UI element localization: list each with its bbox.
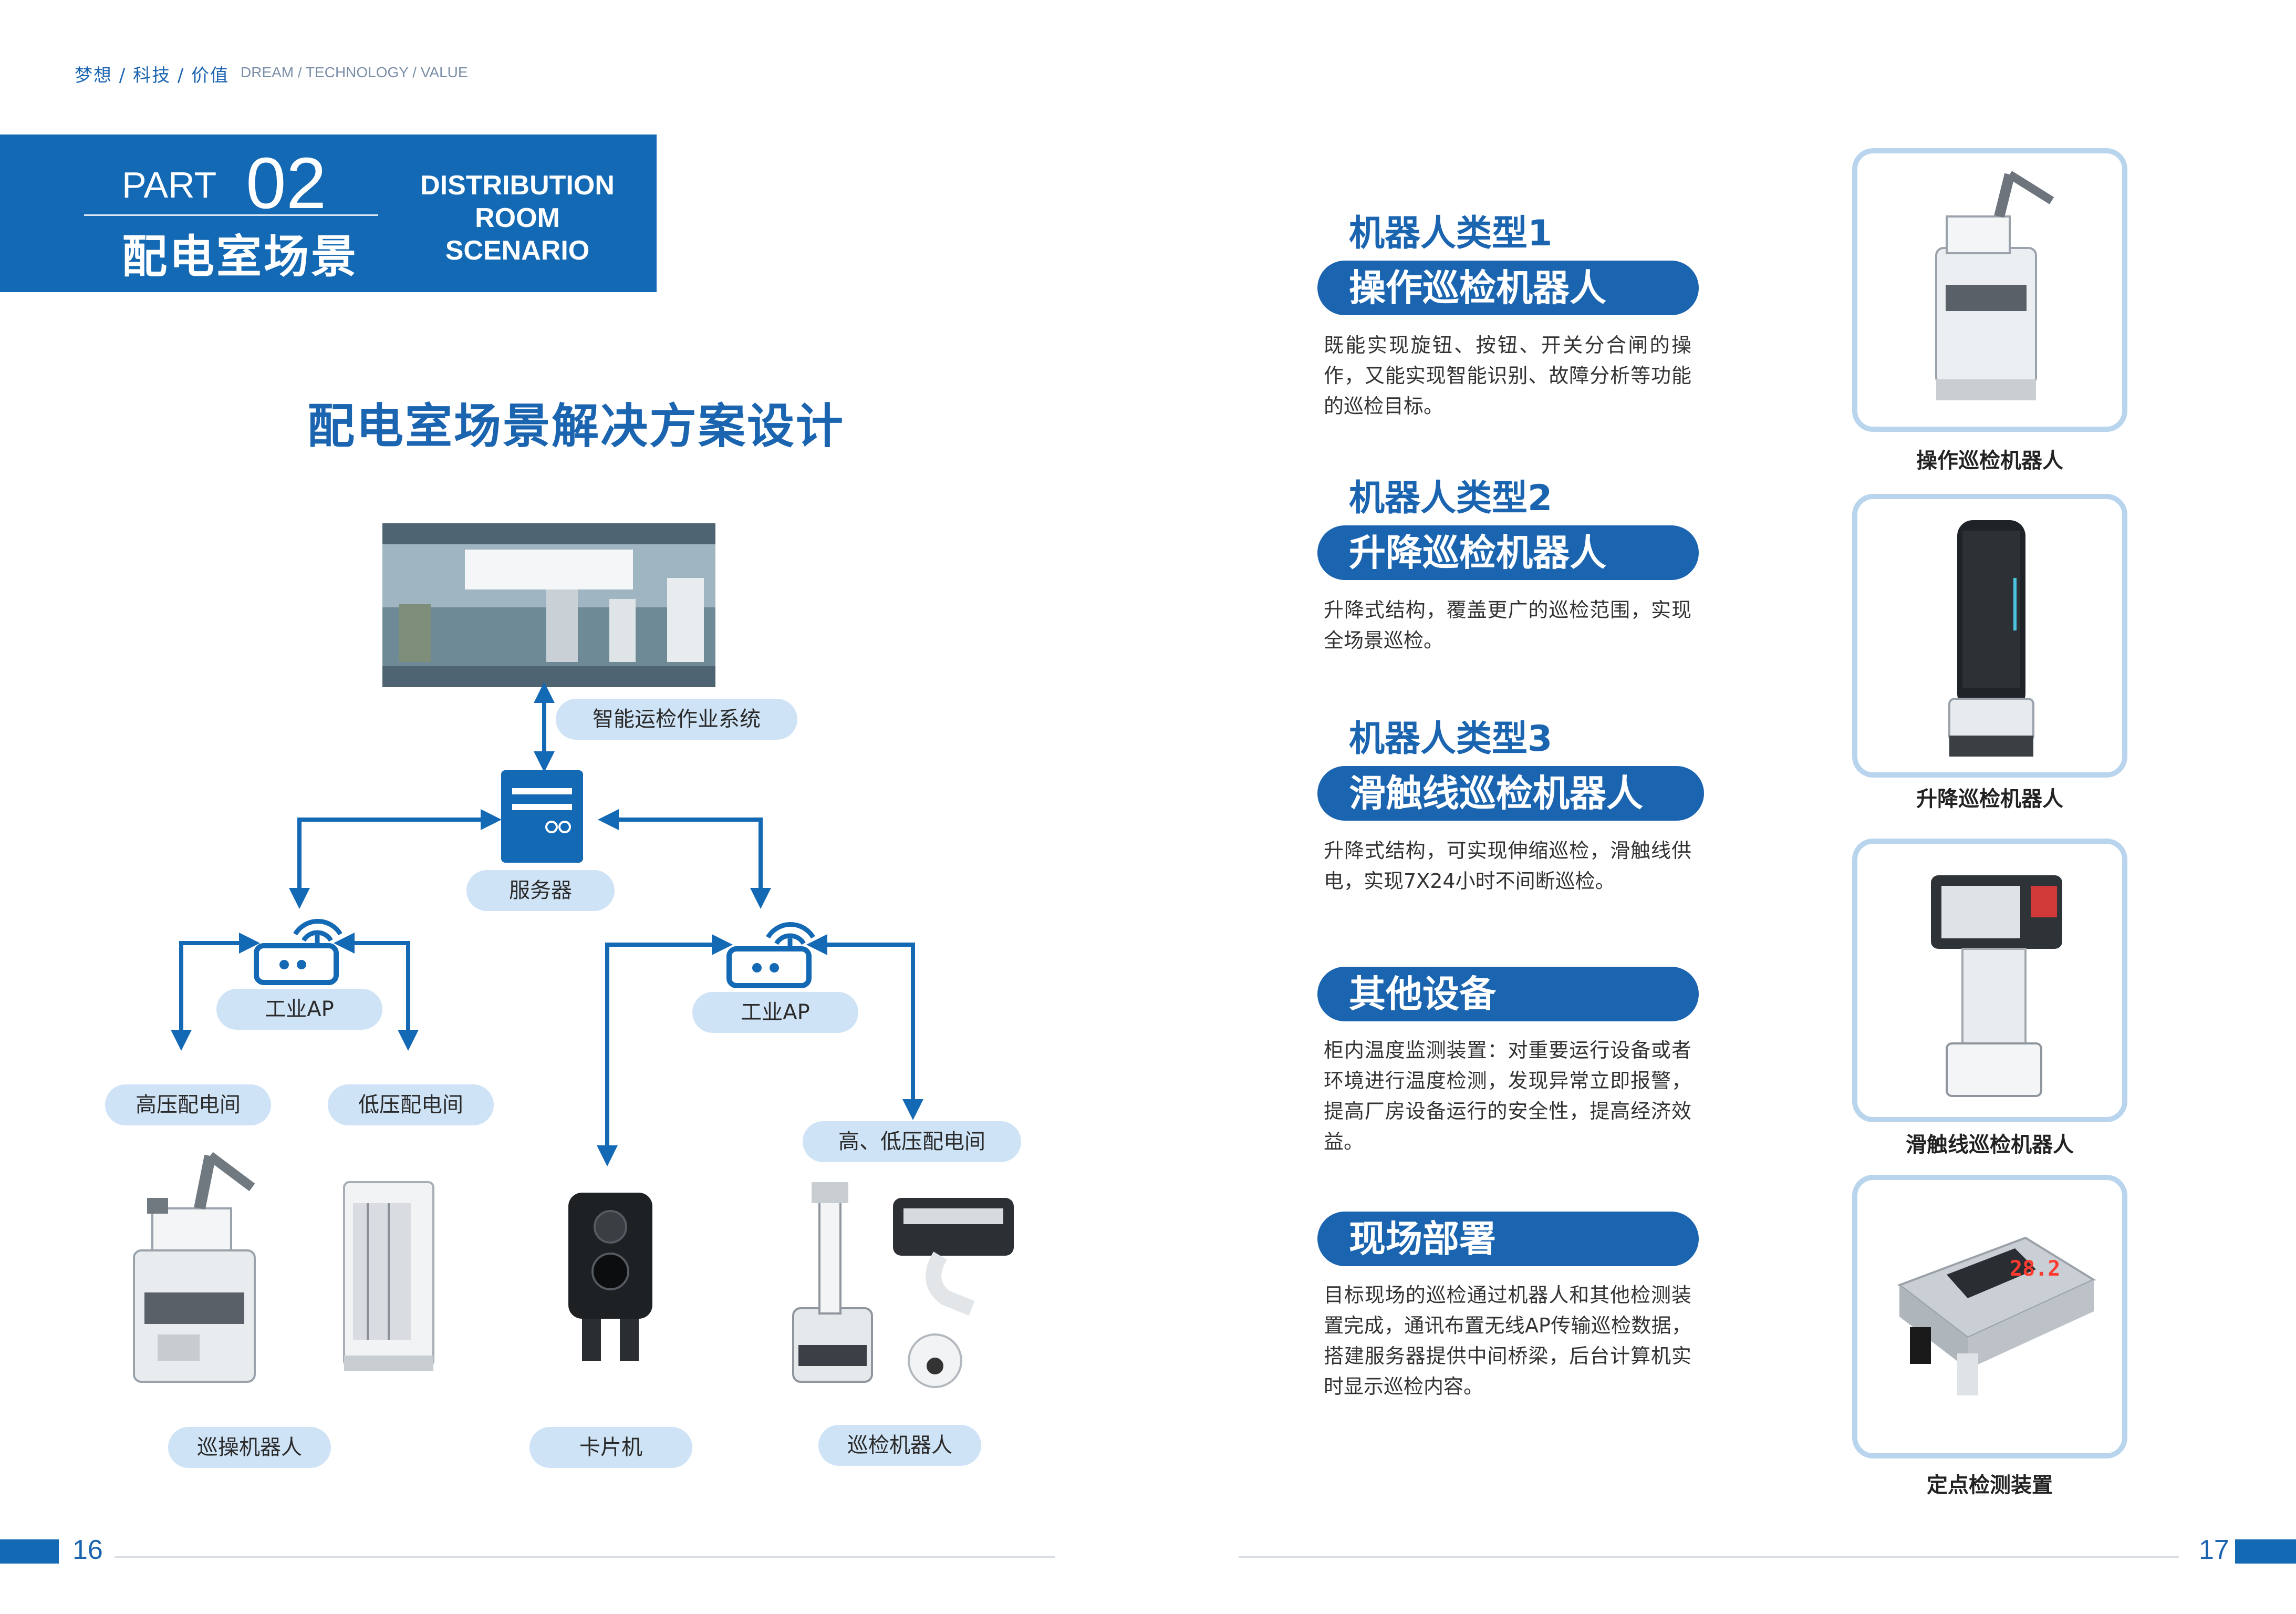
connector-ap-camera xyxy=(597,934,733,1166)
hv-room-label: 高压配电间 xyxy=(105,1084,271,1125)
robot-type3-title: 机器人类型3 xyxy=(1349,718,1553,760)
footer-line-left xyxy=(115,1556,1055,1558)
sensor-reading: 28.2 xyxy=(2010,1257,2060,1281)
banner-divider xyxy=(84,214,378,216)
connector-server-ap-right xyxy=(598,809,771,909)
other-devices-title: 其他设备 xyxy=(1317,967,1699,1021)
robot-type1-desc: 既能实现旋钮、按钮、开关分合闸的操作，又能实现智能识别、故障分析等功能的巡检目标… xyxy=(1324,334,1691,418)
solution-title: 配电室场景解决方案设计 xyxy=(307,399,845,454)
connector-ap-hlv-room xyxy=(806,934,923,1120)
monitor-screenshot xyxy=(382,523,715,687)
inspection-robot-image xyxy=(792,1182,1014,1388)
page-number-right: 17 xyxy=(2199,1535,2229,1565)
part-title-en: DISTRIBUTION ROOM SCENARIO xyxy=(415,169,620,267)
operation-robot-image xyxy=(133,1152,256,1383)
caption-lift-robot: 升降巡检机器人 xyxy=(1916,787,2063,811)
hlv-room-label: 高、低压配电间 xyxy=(803,1121,1021,1162)
robot-type3-name: 滑触线巡检机器人 xyxy=(1317,766,1704,821)
robot-type2-desc: 升降式结构，覆盖更广的巡检范围，实现全场景巡检。 xyxy=(1324,598,1691,652)
photo-card-lift-robot xyxy=(1852,494,2127,778)
operation-robot-photo xyxy=(1935,171,2054,400)
lift-robot-photo xyxy=(1948,520,2034,757)
ap-right-label: 工业AP xyxy=(692,992,858,1033)
part-title-en-line2: ROOM xyxy=(475,203,560,233)
part-title-cn: 配电室场景 xyxy=(122,231,358,283)
device-label-card-camera: 卡片机 xyxy=(529,1427,692,1468)
robot-type3-desc: 升降式结构，可实现伸缩巡检，滑触线供电，实现7X24小时不间断巡检。 xyxy=(1324,839,1691,893)
network-diagram xyxy=(133,523,1014,1388)
photo-card-fixed-sensor: 28.2 xyxy=(1852,1175,2127,1458)
cabinet-robot-image xyxy=(343,1181,434,1371)
caption-rail-robot: 滑触线巡检机器人 xyxy=(1906,1133,2074,1157)
connector-ap-lv-room xyxy=(334,933,419,1051)
device-label-inspection-robot: 巡检机器人 xyxy=(818,1425,981,1466)
rail-robot-photo xyxy=(1931,875,2062,1097)
deployment-desc: 目标现场的巡检通过机器人和其他检测装置完成，通讯布置无线AP传输巡检数据，搭建服… xyxy=(1324,1284,1691,1398)
ap-left-label: 工业AP xyxy=(216,989,382,1030)
system-label: 智能运检作业系统 xyxy=(556,699,797,740)
robot-type2-name: 升降巡检机器人 xyxy=(1317,525,1699,580)
lv-room-label: 低压配电间 xyxy=(328,1084,494,1125)
thermal-camera-image xyxy=(568,1193,652,1361)
page-number-left: 16 xyxy=(72,1535,103,1565)
other-devices-desc: 柜内温度监测装置：对重要运行设备或者环境进行温度检测，发现异常立即报警，提高厂房… xyxy=(1324,1039,1691,1153)
footer-line-right xyxy=(1239,1556,2179,1558)
robot-type1-title: 机器人类型1 xyxy=(1349,213,1553,254)
part-title-en-line1: DISTRIBUTION xyxy=(420,170,615,201)
part-label: PART xyxy=(122,164,217,205)
robot-type1-name: 操作巡检机器人 xyxy=(1317,261,1699,315)
header-slogan-en: DREAM / TECHNOLOGY / VALUE xyxy=(241,64,468,80)
server-label: 服务器 xyxy=(466,870,615,911)
router-icon-right xyxy=(726,922,815,988)
deployment-title: 现场部署 xyxy=(1317,1212,1699,1266)
router-icon-left xyxy=(254,919,342,985)
photo-card-operation-robot xyxy=(1852,148,2127,432)
robot-type2-title: 机器人类型2 xyxy=(1349,478,1553,519)
fixed-sensor-photo: 28.2 xyxy=(1897,1236,2096,1395)
part-number: 02 xyxy=(246,143,327,224)
server-icon xyxy=(501,770,583,863)
header-slogan-cn: 梦想 / 科技 / 价值 xyxy=(75,65,230,86)
caption-operation-robot: 操作巡检机器人 xyxy=(1916,449,2063,473)
connector-server-ap-left xyxy=(289,809,502,909)
footer-bar-left xyxy=(0,1539,59,1564)
caption-fixed-sensor: 定点检测装置 xyxy=(1927,1473,2053,1497)
part-banner: PART 02 配电室场景 DISTRIBUTION ROOM SCENARIO xyxy=(0,134,657,292)
part-title-en-line3: SCENARIO xyxy=(445,235,590,266)
device-label-operation-robot: 巡操机器人 xyxy=(168,1427,331,1468)
photo-card-rail-robot xyxy=(1852,839,2127,1122)
footer-bar-right xyxy=(2235,1539,2296,1564)
connector-ap-hv-room xyxy=(171,933,260,1051)
